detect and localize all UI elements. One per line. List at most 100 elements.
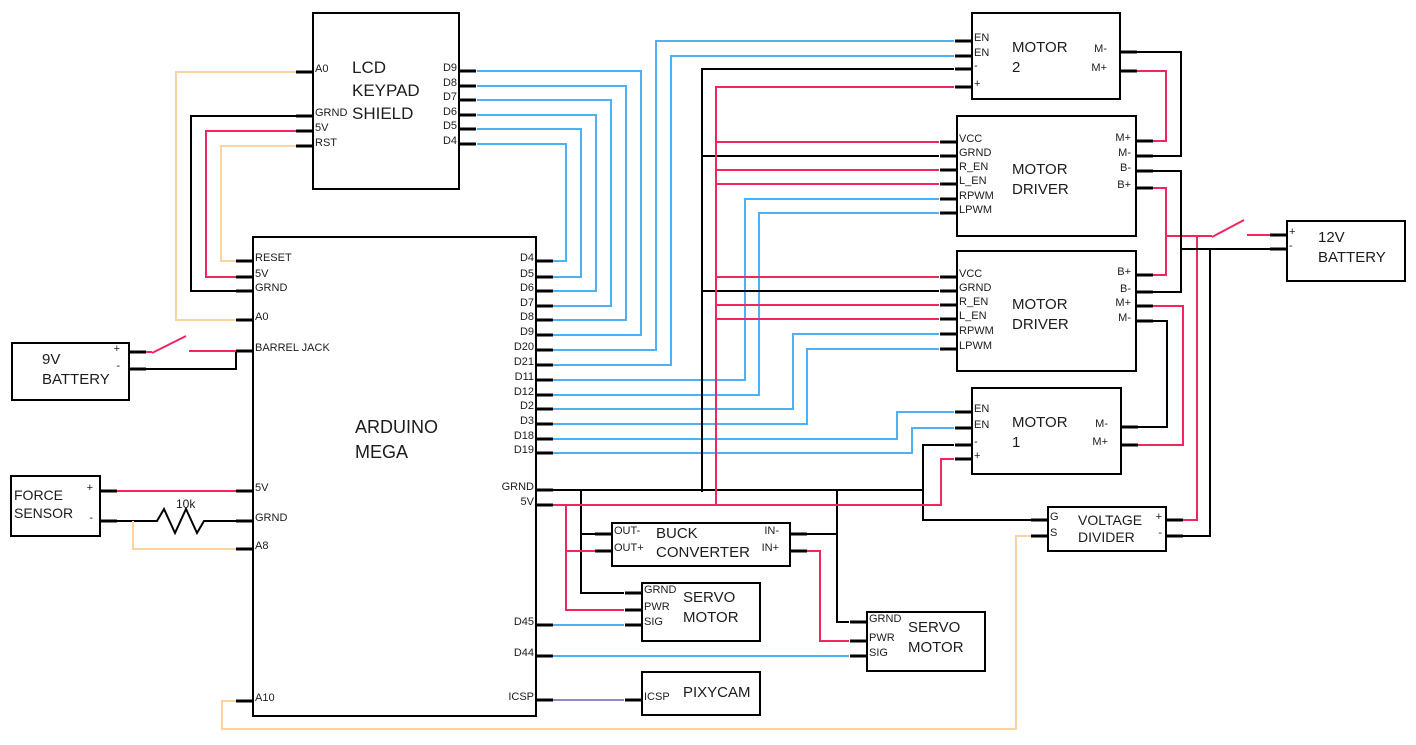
pin-label-motor-1-en: EN	[974, 419, 990, 431]
pin-label-arduino-mega-reset: RESET	[255, 252, 292, 264]
pin-label-arduino-mega-d12: D12	[513, 386, 534, 398]
pin-label-lcd-keypad-shield-d7: D7	[442, 91, 457, 103]
pin-label-arduino-mega-5v: 5V	[520, 496, 534, 508]
pin-label-motor-driver-2-vcc: VCC	[959, 268, 983, 280]
wire-9v-minus-to-barrel-jack	[130, 352, 237, 370]
pin-label-arduino-mega-d20: D20	[513, 341, 534, 353]
pin-label-force-sensor--: -	[89, 512, 93, 524]
component-title-pixycam: PIXYCAM	[683, 684, 751, 701]
pin-label-motor-driver-2-lpwm: LPWM	[959, 340, 992, 352]
pin-label-motor-2--: -	[974, 60, 978, 72]
pin-label-arduino-mega-grnd: GRND	[255, 282, 288, 294]
wire-d8-to-lcd-d8	[477, 85, 627, 321]
pin-label-motor-driver-1-grnd: GRND	[959, 147, 992, 159]
pin-label-motor-driver-1-rpwm: RPWM	[959, 190, 994, 202]
wire-9v-switch-blade	[151, 335, 187, 354]
pin-label-arduino-mega-d4: D4	[519, 252, 534, 264]
component-battery-12v	[1286, 220, 1406, 282]
pin-label-motor-driver-2-b-: B-	[1120, 283, 1131, 295]
pin-label-arduino-mega-barrel jack: BARREL JACK	[255, 342, 330, 354]
pin-label-voltage-divider-g: G	[1050, 511, 1059, 523]
pin-label-lcd-keypad-shield-d8: D8	[442, 77, 457, 89]
pin-label-motor-driver-1-m+: M+	[1115, 132, 1131, 144]
wire-12v-switch-blade	[1211, 219, 1245, 238]
pin-label-voltage-divider--: -	[1158, 527, 1162, 539]
pin-label-arduino-mega-d2: D2	[519, 400, 534, 412]
pin-label-motor-driver-1-m-: M-	[1118, 147, 1131, 159]
pin-label-buck-converter-in-: IN-	[764, 525, 779, 537]
component-force-sensor	[10, 475, 101, 537]
pin-label-battery-9v--: -	[116, 360, 120, 372]
pin-label-battery-12v-+: +	[1289, 226, 1296, 238]
component-arduino-mega	[252, 236, 537, 717]
pin-label-lcd-keypad-shield-a0: A0	[315, 63, 329, 75]
wire-d2-to-driver2-rpwm	[553, 333, 939, 410]
wire-lcd-rst-to-arduino-reset	[220, 145, 296, 262]
pin-label-motor-driver-1-vcc: VCC	[959, 133, 983, 145]
pin-label-arduino-mega-d9: D9	[519, 326, 534, 338]
component-lcd-keypad-shield	[312, 12, 460, 190]
pin-label-arduino-mega-d8: D8	[519, 311, 534, 323]
pin-label-motor-driver-2-l_en: L_EN	[959, 310, 987, 322]
pin-label-voltage-divider-+: +	[1155, 511, 1162, 523]
wire-buck-in-plus-to-servo2-pwr	[806, 550, 849, 642]
pin-label-motor-1-+: +	[974, 450, 981, 462]
pin-label-buck-converter-out-: OUT-	[614, 525, 641, 537]
pin-label-motor-1-m-: M-	[1095, 418, 1108, 430]
pin-label-lcd-keypad-shield-grnd: GRND	[315, 107, 348, 119]
pin-label-arduino-mega-d44: D44	[513, 647, 534, 659]
pin-label-motor-1--: -	[974, 436, 978, 448]
component-motor-2	[971, 12, 1121, 100]
pin-label-motor-driver-2-grnd: GRND	[959, 282, 992, 294]
wire-d9-to-lcd-d9	[477, 70, 642, 336]
component-motor-1	[971, 387, 1122, 475]
pin-label-motor-driver-2-m+: M+	[1115, 297, 1131, 309]
pin-label-arduino-mega-5v: 5V	[255, 268, 269, 280]
component-voltage-divider	[1047, 506, 1167, 552]
wire-motor2-mplus-to-driver1	[1136, 70, 1167, 142]
wire-force-branch-to-a8	[132, 521, 236, 550]
pin-label-arduino-mega-a0: A0	[255, 311, 269, 323]
wire-lcd-a0-to-arduino-a0	[175, 71, 296, 321]
pin-label-motor-2-en: EN	[974, 47, 990, 59]
pin-label-arduino-mega-d7: D7	[519, 297, 534, 309]
wire-5v-branch-servo1-pwr	[565, 505, 624, 611]
pin-label-voltage-divider-s: S	[1050, 527, 1058, 539]
pin-label-arduino-mega-a10: A10	[255, 692, 275, 704]
pin-label-lcd-keypad-shield-rst: RST	[315, 137, 337, 149]
pin-label-lcd-keypad-shield-d6: D6	[442, 106, 457, 118]
wire-12v-minus-to-vdiv	[1183, 249, 1211, 537]
wire-driver2-mplus-to-motor1	[1138, 305, 1184, 446]
wire-d20-to-motor2-en1	[553, 40, 954, 351]
pin-label-arduino-mega-d19: D19	[513, 444, 534, 456]
pin-label-arduino-mega-d45: D45	[513, 616, 534, 628]
pin-label-motor-2-+: +	[974, 78, 981, 90]
pin-label-arduino-mega-5v: 5V	[255, 482, 269, 494]
pin-label-buck-converter-out+: OUT+	[614, 542, 644, 554]
pin-label-motor-driver-2-rpwm: RPWM	[959, 325, 994, 337]
pin-label-motor-driver-1-lpwm: LPWM	[959, 204, 992, 216]
pin-label-servo-motor-1-grnd: GRND	[644, 584, 677, 596]
wire-d11-to-driver1-rpwm	[553, 198, 939, 381]
pin-label-buck-converter-in+: IN+	[761, 542, 779, 554]
pin-label-motor-1-en: EN	[974, 403, 990, 415]
pin-label-arduino-mega-grnd: GRND	[255, 512, 288, 524]
pin-label-servo-motor-2-pwr: PWR	[869, 632, 895, 644]
pin-label-lcd-keypad-shield-d5: D5	[442, 120, 457, 132]
wire-motor2-mminus-to-driver1	[1136, 51, 1182, 157]
pin-label-lcd-keypad-shield-d4: D4	[442, 135, 457, 147]
pin-label-servo-motor-1-sig: SIG	[644, 616, 663, 628]
pin-label-force-sensor-+: +	[86, 482, 93, 494]
component-buck-converter	[611, 522, 791, 567]
wire-5v-riser-to-motor2-plus	[715, 86, 954, 505]
pin-label-arduino-mega-a8: A8	[255, 540, 269, 552]
pin-label-arduino-mega-d18: D18	[513, 430, 534, 442]
pin-label-motor-2-en: EN	[974, 32, 990, 44]
